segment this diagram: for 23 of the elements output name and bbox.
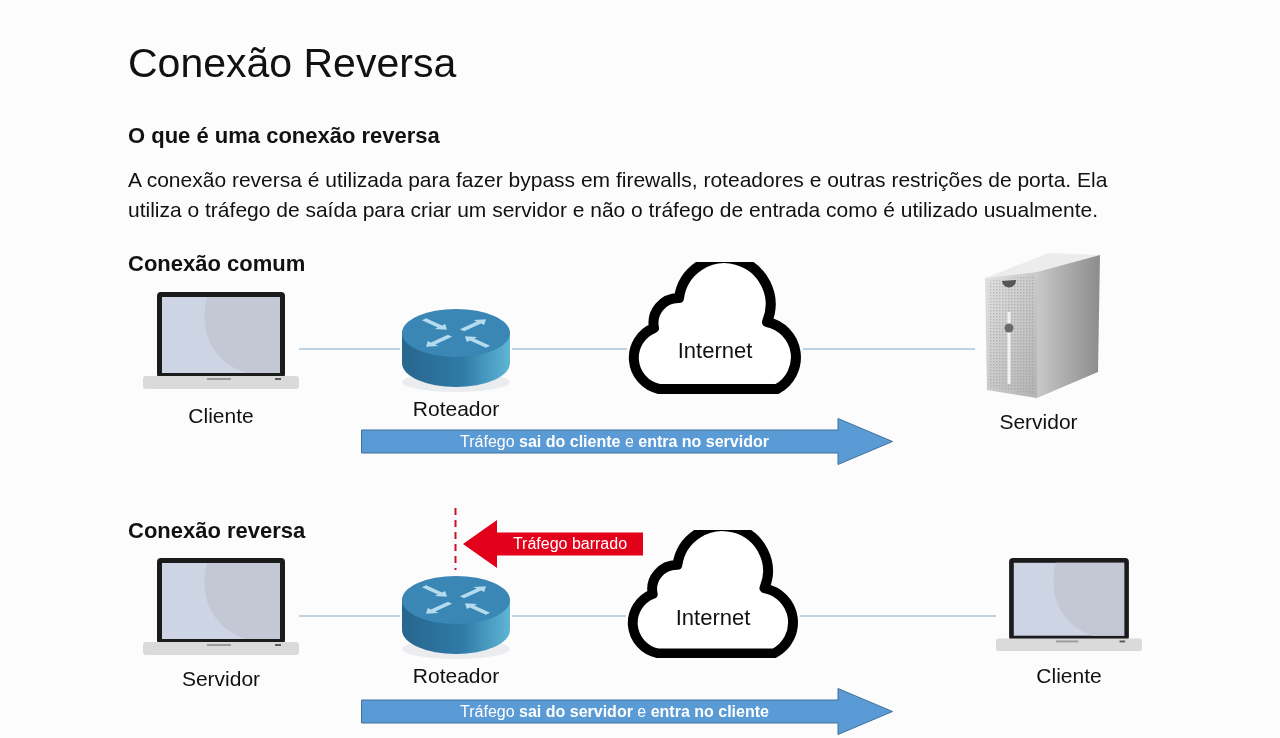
connector-line (799, 615, 997, 617)
block-arrow (463, 520, 643, 568)
connector-line (298, 348, 401, 350)
section-heading: Conexão comum (128, 250, 306, 278)
section-heading: Conexão reversa (128, 517, 306, 545)
edge-label: Tráfego barrado (512, 534, 628, 554)
connector-line (511, 348, 628, 350)
device-label: Cliente (188, 403, 254, 429)
connector-line (511, 615, 627, 617)
slide-title: Conexão Reversa (128, 39, 457, 88)
device-label: Cliente (1036, 663, 1102, 689)
connector-line (298, 615, 401, 617)
subheading: O que é uma conexão reversa (128, 122, 440, 150)
cloud-label: Internet (677, 337, 753, 365)
device-label: Roteador (412, 663, 500, 689)
description-paragraph: A conexão reversa é utilizada para fazer bypass em firewalls, roteadores e outras restrições de porta. Ela utiliza o tráfego de saída para criar um servidor e não o tráfego de entrada como é utilizado usualmente. (128, 167, 1109, 223)
device-label: Servidor (999, 409, 1078, 435)
arrow-label: Tráfego sai do servidor e entra no cliente (460, 701, 769, 722)
cloud-label: Internet (675, 604, 751, 632)
device-label: Roteador (412, 396, 500, 422)
device-label: Servidor (181, 666, 261, 692)
arrow-label: Tráfego sai do cliente e entra no servidor (460, 431, 769, 452)
connector-line (802, 348, 976, 350)
